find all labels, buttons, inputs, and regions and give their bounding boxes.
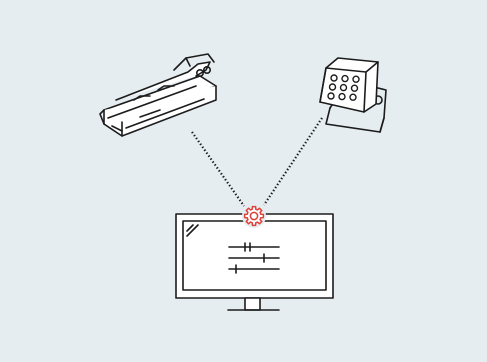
led-dot [330, 84, 336, 90]
led-dot [352, 85, 358, 91]
connection-linear-to-gear [192, 132, 244, 206]
slider-controls [229, 243, 279, 273]
led-dot [353, 76, 359, 82]
monitor-with-sliders-icon [176, 214, 333, 310]
led-dot [350, 94, 356, 100]
led-dot [341, 85, 347, 91]
led-dot [339, 94, 345, 100]
led-array [328, 75, 359, 100]
led-dot [328, 93, 334, 99]
monitor-stand [245, 298, 260, 310]
led-dot [331, 75, 337, 81]
led-flood-light-icon [320, 58, 386, 132]
settings-gear-icon [242, 204, 266, 228]
linear-batten-light-icon [100, 54, 216, 136]
connection-flood-to-gear [264, 118, 322, 205]
led-dot [342, 76, 348, 82]
